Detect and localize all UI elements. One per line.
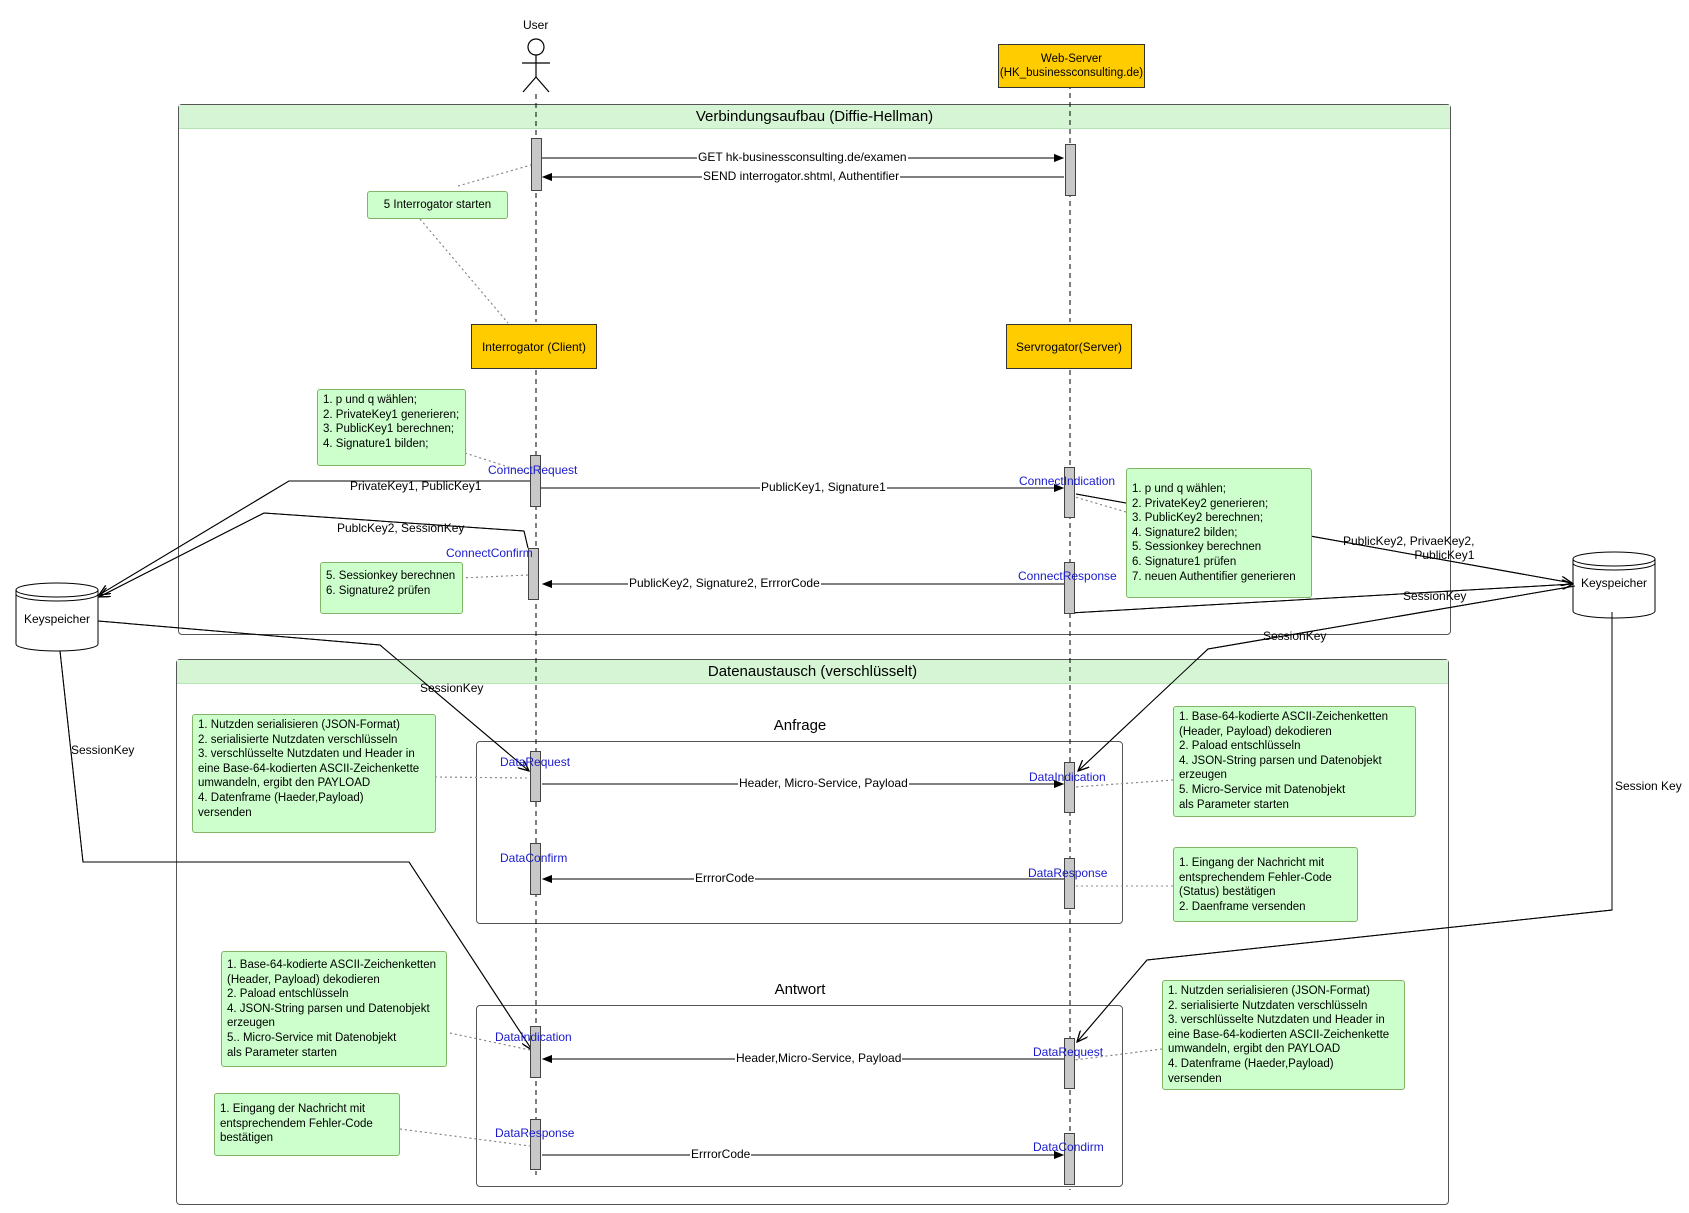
flow-publickey2-privatekey2: PublicKey2, PrivaeKey2, PublicKey1 — [1343, 534, 1475, 562]
primitive-connect-response: ConnectResponse — [1018, 569, 1117, 583]
servrogator-box: Servrogator(Server) — [1006, 324, 1132, 369]
flow-sessionkey-client: SessionKey — [420, 681, 484, 695]
activation-bar — [1064, 762, 1075, 813]
note-request-client: 1. Nutzden serialisieren (JSON-Format) 2… — [192, 714, 436, 833]
keystore-right-label: Keyspeicher — [1580, 576, 1648, 590]
note-client-session: 5. Sessionkey berechnen 6. Signature2 pr… — [320, 562, 463, 614]
primitive-resp-data-response: DataResponse — [495, 1126, 575, 1140]
note-response-server: 1. Nutzden serialisieren (JSON-Format) 2… — [1162, 980, 1405, 1090]
primitive-connect-request: ConnectRequest — [488, 463, 578, 477]
msg-request-payload: Header, Micro-Service, Payload — [738, 776, 909, 790]
flow-sessionkey-right-down: Session Key — [1615, 779, 1682, 793]
activation-bar — [530, 843, 541, 895]
data-frame: Datenaustausch (verschlüsselt) — [176, 659, 1449, 1205]
activation-bar — [530, 455, 541, 507]
msg-publickey1: PublicKey1, Signature1 — [760, 480, 887, 494]
keystore-left-label: Keyspeicher — [23, 612, 91, 626]
activation-bar — [1065, 144, 1076, 196]
note-response-client-ack: 1. Eingang der Nachricht mit entsprechen… — [214, 1093, 400, 1156]
flow-sessionkey-right: SessionKey — [1403, 589, 1467, 603]
response-subframe — [476, 1005, 1123, 1187]
primitive-resp-data-confirm: DataCondirm — [1033, 1140, 1104, 1154]
request-subframe — [476, 741, 1123, 924]
activation-bar — [530, 1119, 541, 1170]
msg-send: SEND interrogator.shtml, Authentifier — [702, 169, 901, 183]
flow-sessionkey-left: SessionKey — [71, 743, 135, 757]
activation-bar — [1064, 562, 1075, 614]
connect-frame: Verbindungsaufbau (Diffie-Hellman) — [178, 104, 1451, 635]
request-subframe-title: Anfrage — [773, 717, 827, 734]
activation-bar — [530, 751, 541, 802]
user-actor-icon — [522, 38, 550, 93]
activation-bar — [531, 138, 542, 191]
response-subframe-title: Antwort — [774, 981, 826, 998]
activation-bar — [530, 1026, 541, 1078]
primitive-data-response: DataResponse — [1028, 866, 1108, 880]
activation-bar — [1064, 1133, 1075, 1185]
note-request-server-ack: 1. Eingang der Nachricht mit entsprechen… — [1173, 847, 1358, 922]
flow-publickey2-sessionkey: PublcKey2, SessionKey — [337, 521, 465, 535]
keystore-left-cylinder — [15, 582, 99, 652]
msg-response-payload: Header,Micro-Service, Payload — [735, 1051, 903, 1065]
activation-bar — [1064, 467, 1075, 518]
webserver-box: Web-Server (HK_businessconsulting.de) — [998, 44, 1145, 88]
primitive-data-indication: DataIndication — [1029, 770, 1106, 784]
activation-bar — [1064, 858, 1075, 909]
msg-publickey2: PublicKey2, Signature2, ErrrorCode — [628, 576, 821, 590]
note-start-interrogator: 5 Interrogator starten — [367, 191, 508, 219]
keystore-right-cylinder — [1572, 551, 1656, 619]
primitive-data-request: DataRequest — [500, 755, 571, 769]
activation-bar — [1064, 1038, 1075, 1089]
note-request-server: 1. Base-64-kodierte ASCII-Zeichenketten … — [1173, 706, 1416, 817]
msg-request-errorcode: ErrrorCode — [694, 871, 756, 885]
note-server-keys: 1. p und q wählen; 2. PrivateKey2 generi… — [1126, 468, 1312, 598]
note-response-client: 1. Base-64-kodierte ASCII-Zeichenketten … — [221, 951, 447, 1067]
primitive-connect-indication: ConnectIndication — [1019, 474, 1116, 488]
flow-sessionkey-server: SessionKey — [1263, 629, 1327, 643]
interrogator-box: Interrogator (Client) — [471, 324, 597, 369]
msg-response-errorcode: ErrrorCode — [690, 1147, 752, 1161]
data-frame-title: Datenaustausch (verschlüsselt) — [177, 660, 1448, 684]
activation-bar — [528, 548, 539, 600]
user-label: User — [523, 18, 549, 32]
msg-get: GET hk-businessconsulting.de/examen — [697, 150, 908, 164]
primitive-connect-confirm: ConnectConfirm — [446, 546, 533, 560]
note-client-keys: 1. p und q wählen; 2. PrivateKey1 generi… — [317, 389, 466, 466]
primitive-data-confirm: DataConfirm — [500, 851, 568, 865]
flow-privatekey1: PrivateKey1, PublicKey1 — [350, 479, 482, 493]
connect-frame-title: Verbindungsaufbau (Diffie-Hellman) — [179, 105, 1450, 129]
primitive-resp-data-indication: DataIndication — [495, 1030, 572, 1044]
primitive-resp-data-request: DataRequest — [1033, 1045, 1104, 1059]
